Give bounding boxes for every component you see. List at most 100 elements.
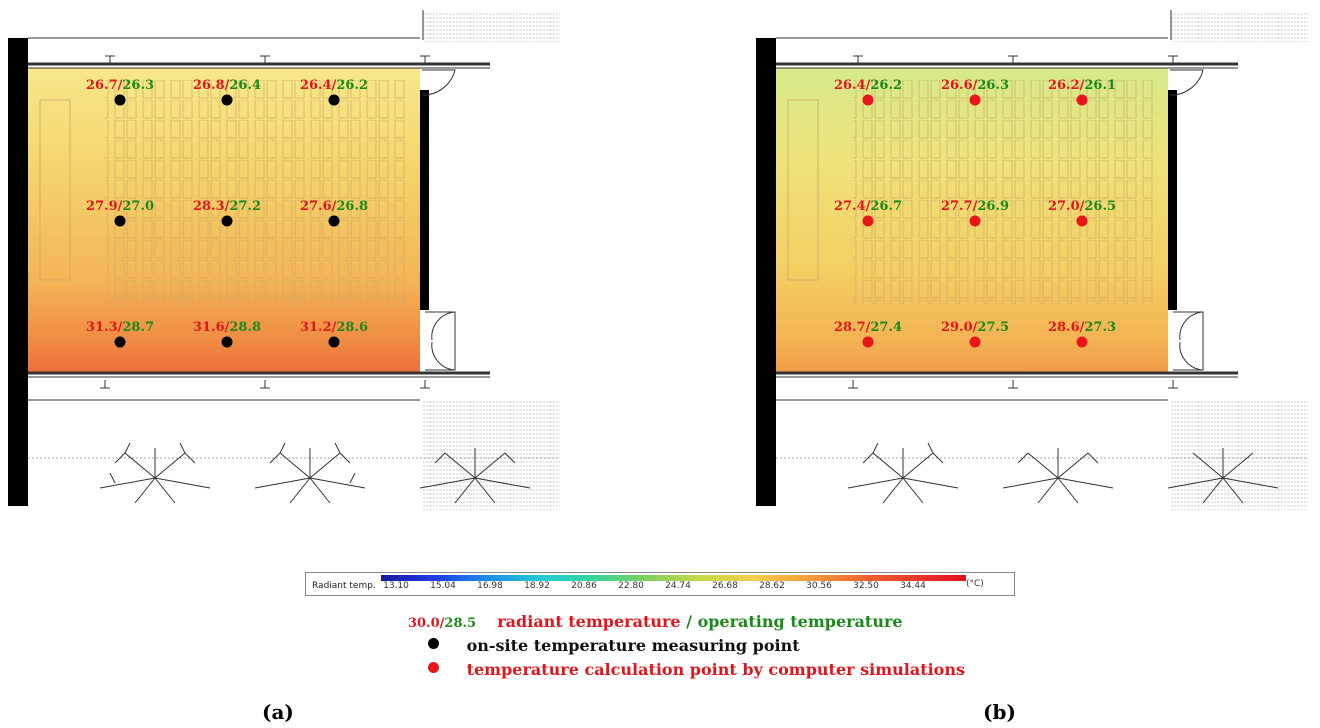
radiant-value: 26.6	[940, 78, 973, 93]
legend-example-row: 30.0/28.5 radiant temperature / operatin…	[408, 612, 903, 631]
radiant-value: 28.7	[833, 320, 866, 335]
colorbar-gradient	[381, 575, 966, 581]
measuring-point-dot	[221, 94, 233, 106]
operating-value: 27.0	[122, 199, 155, 214]
radiant-value: 26.4	[833, 78, 866, 93]
operating-value: 26.8	[336, 199, 369, 214]
operating-value: 27.4	[870, 320, 903, 335]
operating-value: 26.3	[122, 78, 155, 93]
measuring-point-dot	[114, 215, 126, 227]
value-separator: /	[972, 320, 978, 335]
colorbar-tick-label: 22.80	[618, 581, 644, 591]
operating-value: 27.2	[229, 199, 262, 214]
simulation-point-dot	[969, 336, 981, 348]
tree-icons	[99, 442, 531, 504]
measuring-point-dot	[114, 94, 126, 106]
operating-value: 26.3	[977, 78, 1010, 93]
simulation-point-dot	[969, 215, 981, 227]
floorplan-a-drawing	[8, 10, 560, 510]
measuring-point-dot	[328, 336, 340, 348]
colorbar-tick-label: 34.44	[900, 581, 926, 591]
simulation-point-dot	[862, 94, 874, 106]
value-separator: /	[117, 78, 123, 93]
measuring-point-dot	[328, 215, 340, 227]
value-separator: /	[331, 78, 337, 93]
point-label: 27.9/27.0	[86, 199, 154, 214]
value-separator: /	[331, 199, 337, 214]
floorplan-b-drawing	[756, 10, 1308, 510]
value-separator: /	[117, 199, 123, 214]
legend-example-slash: /	[439, 616, 445, 631]
operating-value: 26.9	[977, 199, 1010, 214]
colorbar-tick-label: 13.10	[383, 581, 409, 591]
point-label: 31.3/28.7	[86, 320, 154, 335]
simulation-point-dot	[1076, 336, 1088, 348]
operating-value: 26.2	[336, 78, 369, 93]
radiant-value: 28.3	[192, 199, 225, 214]
legend-separator: /	[680, 612, 698, 631]
black-dot-icon	[428, 638, 439, 649]
value-separator: /	[972, 199, 978, 214]
measuring-point-dot	[221, 215, 233, 227]
colorbar-tick-label: 32.50	[853, 581, 879, 591]
radiant-value: 26.4	[299, 78, 332, 93]
radiant-value: 31.3	[85, 320, 118, 335]
point-label: 26.4/26.2	[834, 78, 902, 93]
operating-value: 26.2	[870, 78, 903, 93]
point-label: 29.0/27.5	[941, 320, 1009, 335]
radiant-value: 26.8	[192, 78, 225, 93]
value-separator: /	[1079, 199, 1085, 214]
colorbar-title: Radiant temp.	[312, 581, 376, 591]
radiant-value: 26.2	[1047, 78, 1080, 93]
value-separator: /	[224, 78, 230, 93]
operating-value: 26.4	[229, 78, 262, 93]
point-label: 28.6/27.3	[1048, 320, 1116, 335]
radiant-value: 31.6	[192, 320, 225, 335]
point-label: 26.8/26.4	[193, 78, 261, 93]
radiant-value: 29.0	[940, 320, 973, 335]
point-label: 27.0/26.5	[1048, 199, 1116, 214]
value-separator: /	[865, 78, 871, 93]
red-dot-icon	[428, 662, 439, 673]
operating-value: 27.5	[977, 320, 1010, 335]
measuring-point-dot	[328, 94, 340, 106]
radiant-value: 27.0	[1047, 199, 1080, 214]
colorbar-tick-label: 30.56	[806, 581, 832, 591]
operating-value: 26.7	[870, 199, 903, 214]
legend-measuring-label: on-site temperature measuring point	[466, 636, 800, 655]
operating-value: 26.1	[1084, 78, 1117, 93]
legend-measuring-row: on-site temperature measuring point	[408, 636, 800, 655]
legend-operating-label: operating temperature	[697, 612, 903, 631]
colorbar-tick-label: 24.74	[665, 581, 691, 591]
value-separator: /	[224, 320, 230, 335]
point-label: 26.4/26.2	[300, 78, 368, 93]
value-separator: /	[972, 78, 978, 93]
operating-value: 26.5	[1084, 199, 1117, 214]
value-separator: /	[1079, 320, 1085, 335]
radiant-value: 31.2	[299, 320, 332, 335]
legend-example-radiant: 30.0	[408, 616, 440, 631]
colorbar-tick-label: 15.04	[430, 581, 456, 591]
radiant-value: 28.6	[1047, 320, 1080, 335]
point-label: 31.6/28.8	[193, 320, 261, 335]
legend-radiant-label: radiant temperature	[497, 612, 681, 631]
point-label: 26.7/26.3	[86, 78, 154, 93]
legend-simulation-label: temperature calculation point by compute…	[466, 660, 965, 679]
point-label: 27.4/26.7	[834, 199, 902, 214]
point-label: 28.3/27.2	[193, 199, 261, 214]
radiant-value: 27.7	[940, 199, 973, 214]
value-separator: /	[865, 199, 871, 214]
simulation-point-dot	[862, 336, 874, 348]
measuring-point-dot	[221, 336, 233, 348]
panel-b-caption: (b)	[983, 700, 1016, 724]
operating-value: 28.6	[336, 320, 369, 335]
value-separator: /	[865, 320, 871, 335]
legend-example-operating: 28.5	[444, 616, 477, 631]
point-label: 26.2/26.1	[1048, 78, 1116, 93]
point-label: 28.7/27.4	[834, 320, 902, 335]
radiant-value: 27.6	[299, 199, 332, 214]
colorbar-tick-label: 18.92	[524, 581, 550, 591]
operating-value: 28.8	[229, 320, 262, 335]
